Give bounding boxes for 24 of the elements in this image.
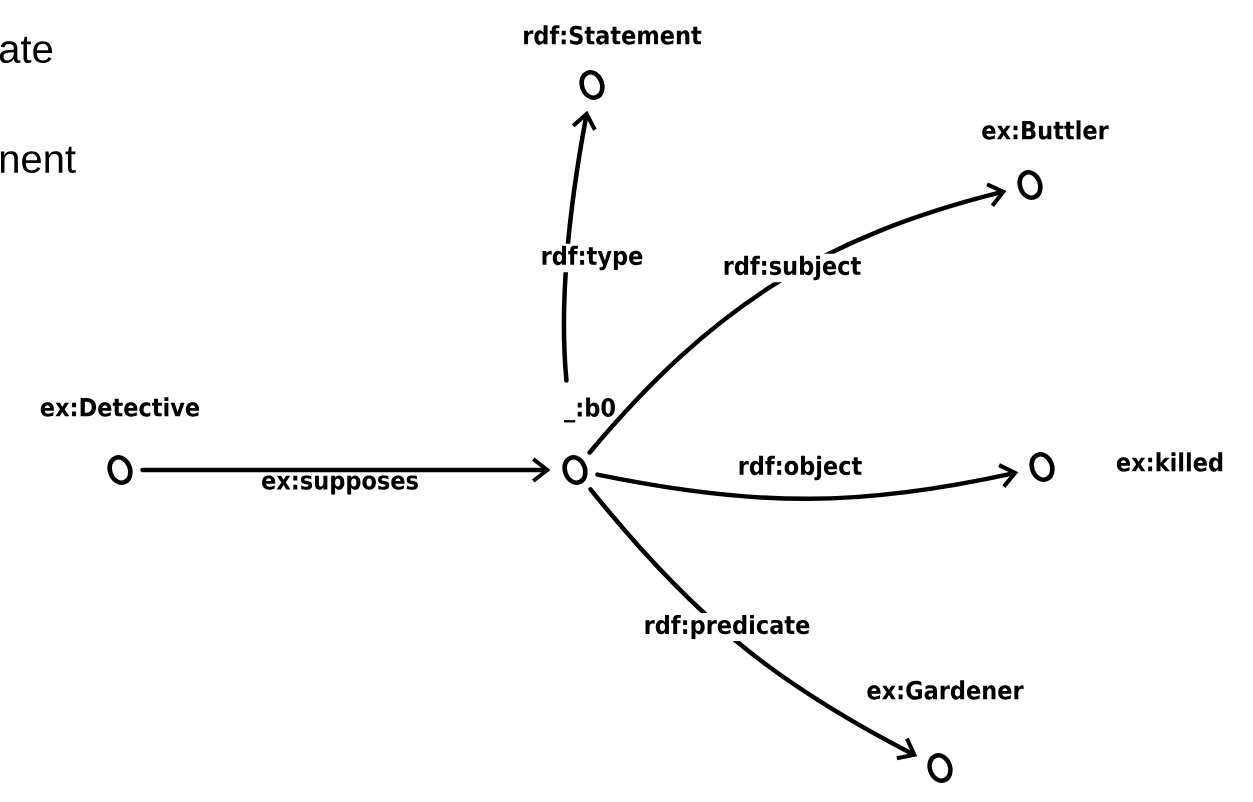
resource-node: ex:killed [1029,452,1223,482]
edge-label: ex:supposes [259,473,421,497]
arrow [587,182,1007,455]
arrow [595,463,1019,502]
slide-text: nent [0,146,76,174]
node-label: ex:Detective [40,397,200,417]
node-label: ex:Buttler [982,120,1109,140]
resource-node: rdf:Statement [524,25,702,100]
resource-node: ex:Gardener [867,680,1024,783]
arrow [588,487,918,761]
node-label: _:b0 [564,397,615,423]
resource-node: ex:Buttler [982,120,1109,200]
edge-label: rdf:object [735,453,865,483]
node-label: rdf:Statement [524,25,702,45]
node-label: ex:killed [1116,452,1223,472]
node-label: ex:Gardener [867,680,1024,700]
resource-node: ex:Detective [40,397,200,485]
edge-label: rdf:type [538,243,646,273]
resource-node: _:b0 [562,397,615,485]
arrow [561,110,597,383]
edge-label: rdf:predicate [641,612,813,642]
slide-text: ate [0,36,53,64]
edge-label: rdf:subject [720,253,864,283]
arrow [140,457,551,483]
